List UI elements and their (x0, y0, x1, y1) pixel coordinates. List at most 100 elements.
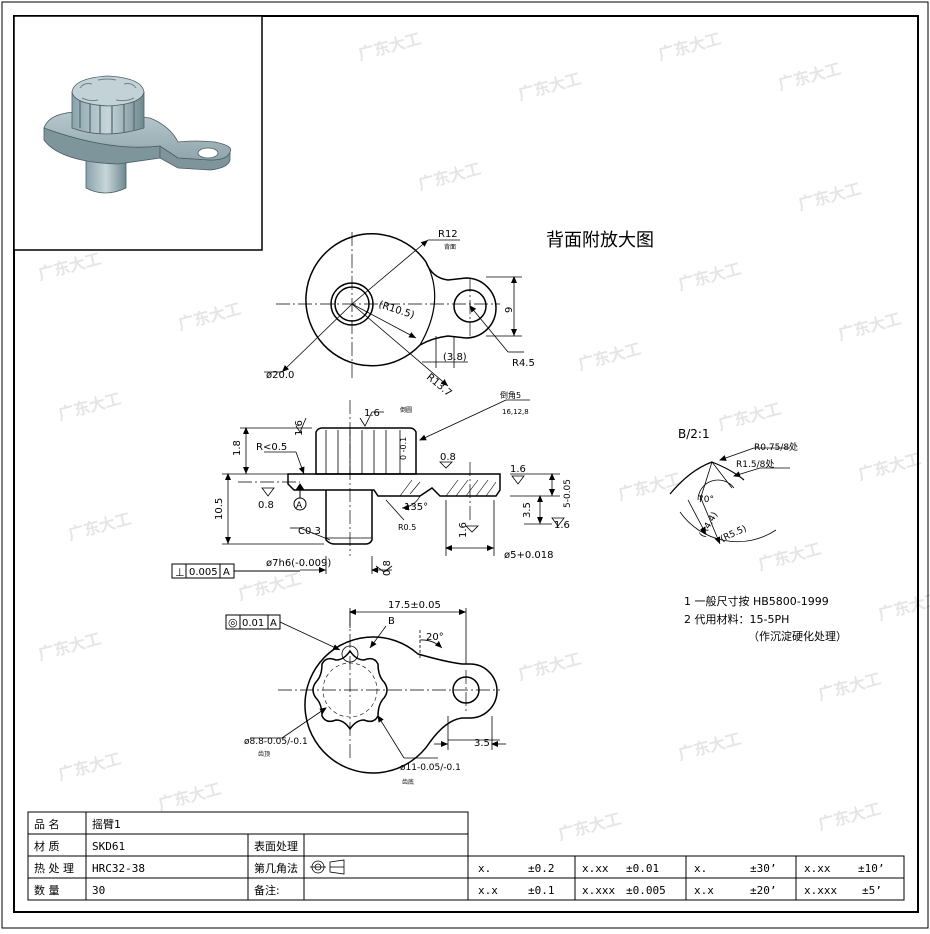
dim-9: 9 (504, 307, 515, 313)
tol-v-1-0: ±0.1 (528, 884, 555, 897)
tol-v-1-2: ±20’ (750, 884, 777, 897)
watermark-text: 广东大工 (876, 589, 930, 624)
perp-ref: A (223, 567, 230, 578)
dim-r12: R12 (438, 229, 458, 240)
tb-value-qty: 30 (92, 884, 105, 897)
notch-arc (419, 261, 436, 346)
rough-1-6c: 1.6 (294, 420, 305, 436)
dim-17-5: 17.5±0.05 (388, 600, 441, 611)
chamfer-note2: 16,12,8 (502, 408, 529, 416)
tb-label-material: 材 质 (34, 839, 60, 853)
iso-preview (13, 15, 263, 251)
watermark-text: 广东大工 (36, 249, 103, 284)
dim-3-5: 3.5 (522, 502, 533, 518)
dim-d7-h6: ø7h6(-0.009) (266, 558, 331, 569)
title-block-text: 品 名 摇臂1 材 质 SKD61 表面处理 热 处 理 HRC32-38 第几… (34, 817, 885, 897)
front-view-outline (304, 636, 498, 774)
tol-v-0-2: ±30’ (750, 862, 777, 875)
rough-top: 1.6 (364, 408, 380, 419)
front-view (225, 608, 506, 774)
side-view-labels: 1.6 倒圆 倒角5 16,12,8 R<0.5 1.8 0.8 0.8 1.6… (175, 390, 573, 579)
dim-r-lt-0-5: R<0.5 (256, 442, 287, 453)
boss-outline (315, 427, 417, 475)
dim-d8-8-note: 齿顶 (258, 750, 270, 758)
datum-a-symbol (293, 483, 307, 511)
watermark-text: 广东大工 (576, 339, 643, 374)
tb-label-name: 品 名 (34, 817, 60, 831)
perp-symbol: ⊥ (175, 566, 185, 579)
tb-label-remark: 备注: (254, 883, 280, 897)
detail-view-labels: B/2:1 R0.75/8处 R1.5/8处 70° (R4.4) (R5.5) (678, 427, 798, 545)
note-2: 2 代用材料：15-5PH (684, 612, 789, 626)
burr-note: 倒圆 (400, 406, 412, 414)
perpendicularity-frame (171, 563, 300, 579)
dim-r1-5: R1.5/8处 (736, 458, 774, 470)
tol-k-1-2: x.x (694, 884, 714, 897)
watermark-text: 广东大工 (756, 539, 823, 574)
watermark-text: 广东大工 (776, 59, 843, 94)
dim-a135: 135° (404, 502, 428, 513)
back-dims (264, 239, 524, 387)
dim-r13-7: R13.7 (424, 372, 453, 399)
conc-ref: A (270, 618, 277, 629)
rough-0-8c: 0.8 (382, 560, 393, 576)
watermark-text: 广东大工 (516, 69, 583, 104)
shaft-outline (325, 490, 373, 545)
tol-v-0-3: ±10’ (858, 862, 885, 875)
tb-value-name: 摇臂1 (92, 817, 121, 831)
tol-k-0-3: x.xx (804, 862, 831, 875)
back-view-labels: R12 背面 (R10.5) 9 (3.8) R4.5 R13.7 ø20.0 (266, 229, 535, 399)
watermark-text: 广东大工 (56, 389, 123, 424)
tb-label-qty: 数 量 (34, 884, 60, 897)
tb-label-heat: 热 处 理 (34, 862, 74, 875)
watermark-text: 广东大工 (676, 259, 743, 294)
watermark-text: 广东大工 (236, 569, 303, 604)
back-view-outline (305, 233, 497, 367)
watermark-text: 广东大工 (796, 179, 863, 214)
tol-k-0-1: x.xx (582, 862, 609, 875)
dim-d11: ø11-0.05/-0.1 (400, 763, 461, 773)
watermark-text: 广东大工 (676, 729, 743, 764)
watermark-text: 广东大工 (556, 809, 623, 844)
side-dims (222, 399, 560, 574)
datum-a-label: A (296, 501, 303, 511)
tol-k-1-3: x.xxx (804, 884, 837, 897)
inner-border (13, 15, 919, 913)
conc-value: 0.01 (242, 618, 264, 629)
tb-value-material: SKD61 (92, 840, 125, 853)
dim-3-8: (3.8) (443, 352, 467, 363)
rough-0-8a: 0.8 (258, 500, 274, 511)
notes-block: 1 一般尺寸按 HB5800-1999 2 代用材料：15-5PH （作沉淀硬化… (684, 594, 847, 643)
tol-k-1-1: x.xxx (582, 884, 615, 897)
watermark-text: 广东大工 (156, 779, 223, 814)
detail-view-b (669, 447, 790, 545)
tol-k-1-0: x.x (478, 884, 498, 897)
chamfer-note: 倒角5 (500, 390, 521, 400)
dim-r0-5: R0.5 (398, 523, 416, 532)
side-view (171, 399, 565, 579)
front-view-labels: 17.5±0.05 B 20° ◎ 0.01 A ø8.8-0.05/-0.1 … (228, 600, 490, 786)
tol-v-0-0: ±0.2 (528, 862, 555, 875)
flange-hatch (399, 479, 497, 497)
roughness-symbols (261, 411, 565, 573)
tb-label-projection: 第几角法 (254, 861, 298, 875)
tb-value-heat: HRC32-38 (92, 862, 145, 875)
conc-symbol: ◎ (228, 616, 238, 629)
watermark-text: 广东大工 (856, 449, 923, 484)
dim-d11-note: 齿底 (402, 778, 414, 786)
dim-10-5: 10.5 (214, 498, 225, 520)
note-1: 1 一般尺寸按 HB5800-1999 (684, 594, 829, 608)
iso-part-rendering (43, 75, 232, 194)
dim-a70: 70° (698, 495, 714, 505)
dim-d20: ø20.0 (266, 370, 294, 381)
dim-1-8: 1.8 (232, 440, 243, 456)
tol-v-0-1: ±0.01 (626, 862, 659, 875)
dim-3-5-front: 3.5 (474, 738, 490, 749)
flange-outline (287, 473, 501, 497)
watermark-text: 广东大工 (716, 399, 783, 434)
dim-d5-bore: ø5+0.018 (504, 550, 554, 561)
perp-value: 0.005 (189, 567, 218, 578)
watermark-text: 广东大工 (416, 159, 483, 194)
